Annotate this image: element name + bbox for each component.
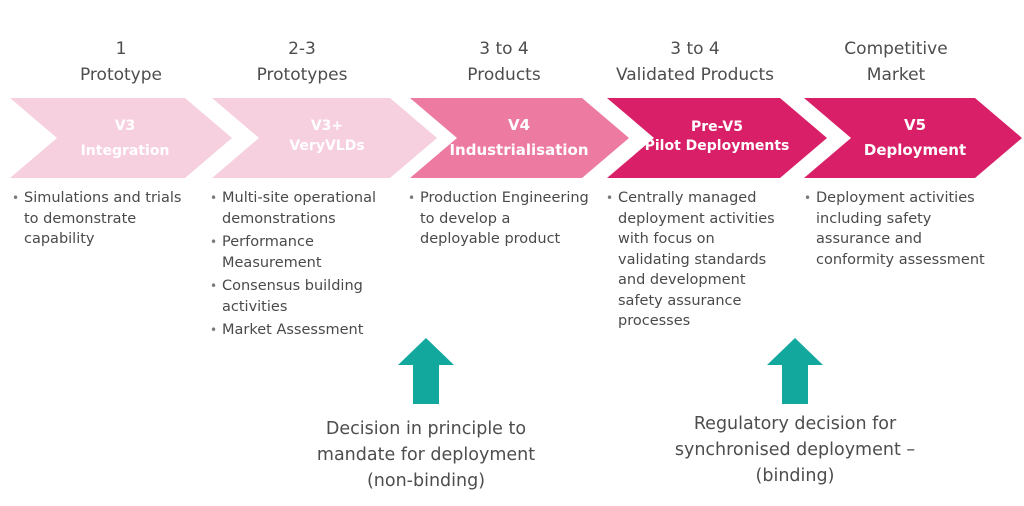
list-item: Multi-site operational demonstrations	[210, 188, 400, 229]
stage-bullets-1: Simulations and trials to demonstrate ca…	[12, 188, 198, 253]
chevron-label-line: V3	[114, 118, 136, 134]
chevron-label-line: V5	[903, 116, 927, 134]
chevron-label-line: VeryVLDs	[289, 138, 365, 154]
chevron-label-4: Pre-V5 Pilot Deployments	[632, 118, 802, 156]
stage-header-1: 1 Prototype	[21, 36, 221, 88]
stage-header-5: Competitive Market	[796, 36, 996, 88]
chevron-pre-v5	[607, 98, 827, 178]
chevron-v5	[804, 98, 1022, 178]
stage-header-3: 3 to 4 Products	[404, 36, 604, 88]
stage-header-line: Validated Products	[615, 65, 775, 85]
stage-header-line: Competitive	[844, 39, 948, 59]
decision-non-binding: Decision in principle to mandate for dep…	[296, 416, 556, 494]
decision-line: Regulatory decision for	[693, 414, 897, 434]
list-item: Market Assessment	[210, 320, 400, 341]
stage-header-line: 3 to 4	[479, 39, 529, 59]
decision-line: (binding)	[755, 466, 835, 486]
chevron-label-line: Pilot Deployments	[644, 138, 790, 154]
stage-header-line: 3 to 4	[670, 39, 720, 59]
decision-line: mandate for deployment	[316, 445, 536, 465]
decision-line: Decision in principle to	[325, 419, 527, 439]
list-item: Performance Measurement	[210, 232, 400, 273]
list-item: Centrally managed deployment activities …	[606, 188, 786, 332]
stage-header-2: 2-3 Prototypes	[202, 36, 402, 88]
stage-header-line: 2-3	[288, 39, 316, 59]
stage-bullets-3: Production Engineering to develop a depl…	[408, 188, 594, 253]
stage-bullets-4: Centrally managed deployment activities …	[606, 188, 786, 335]
chevron-label-line: Integration	[80, 143, 170, 159]
list-item: Deployment activities including safety a…	[804, 188, 990, 270]
chevron-v3-plus	[212, 98, 437, 178]
decision-line: (non-binding)	[366, 471, 486, 491]
chevron-label-line: V4	[507, 116, 531, 134]
chevron-label-2: V3+ VeryVLDs	[242, 116, 412, 156]
up-arrow-icon	[767, 338, 823, 404]
chevron-label-1: V3 Integration	[40, 116, 210, 162]
chevron-label-line: Pre-V5	[690, 119, 744, 135]
chevron-label-line: Deployment	[863, 141, 967, 159]
up-arrow-icon	[398, 338, 454, 404]
stage-header-line: Market	[866, 65, 926, 85]
chevron-label-line: Industrialisation	[449, 141, 589, 159]
stage-bullets-5: Deployment activities including safety a…	[804, 188, 990, 273]
stage-header-line: Products	[467, 65, 541, 85]
chevron-v4	[410, 98, 629, 178]
chevron-label-3: V4 Industrialisation	[434, 114, 604, 162]
stage-header-4: 3 to 4 Validated Products	[595, 36, 795, 88]
stage-bullets-2: Multi-site operational demonstrations Pe…	[210, 188, 400, 344]
decision-binding: Regulatory decision for synchronised dep…	[655, 411, 935, 489]
chevron-label-line: V3+	[310, 118, 344, 134]
list-item: Simulations and trials to demonstrate ca…	[12, 188, 198, 250]
stage-header-line: Prototypes	[256, 65, 348, 85]
stage-header-line: 1	[115, 39, 127, 59]
list-item: Production Engineering to develop a depl…	[408, 188, 594, 250]
chevron-v3	[10, 98, 232, 178]
chevron-label-5: V5 Deployment	[830, 114, 1000, 162]
decision-line: synchronised deployment –	[674, 440, 916, 460]
stage-header-line: Prototype	[79, 65, 162, 85]
list-item: Consensus building activities	[210, 276, 400, 317]
